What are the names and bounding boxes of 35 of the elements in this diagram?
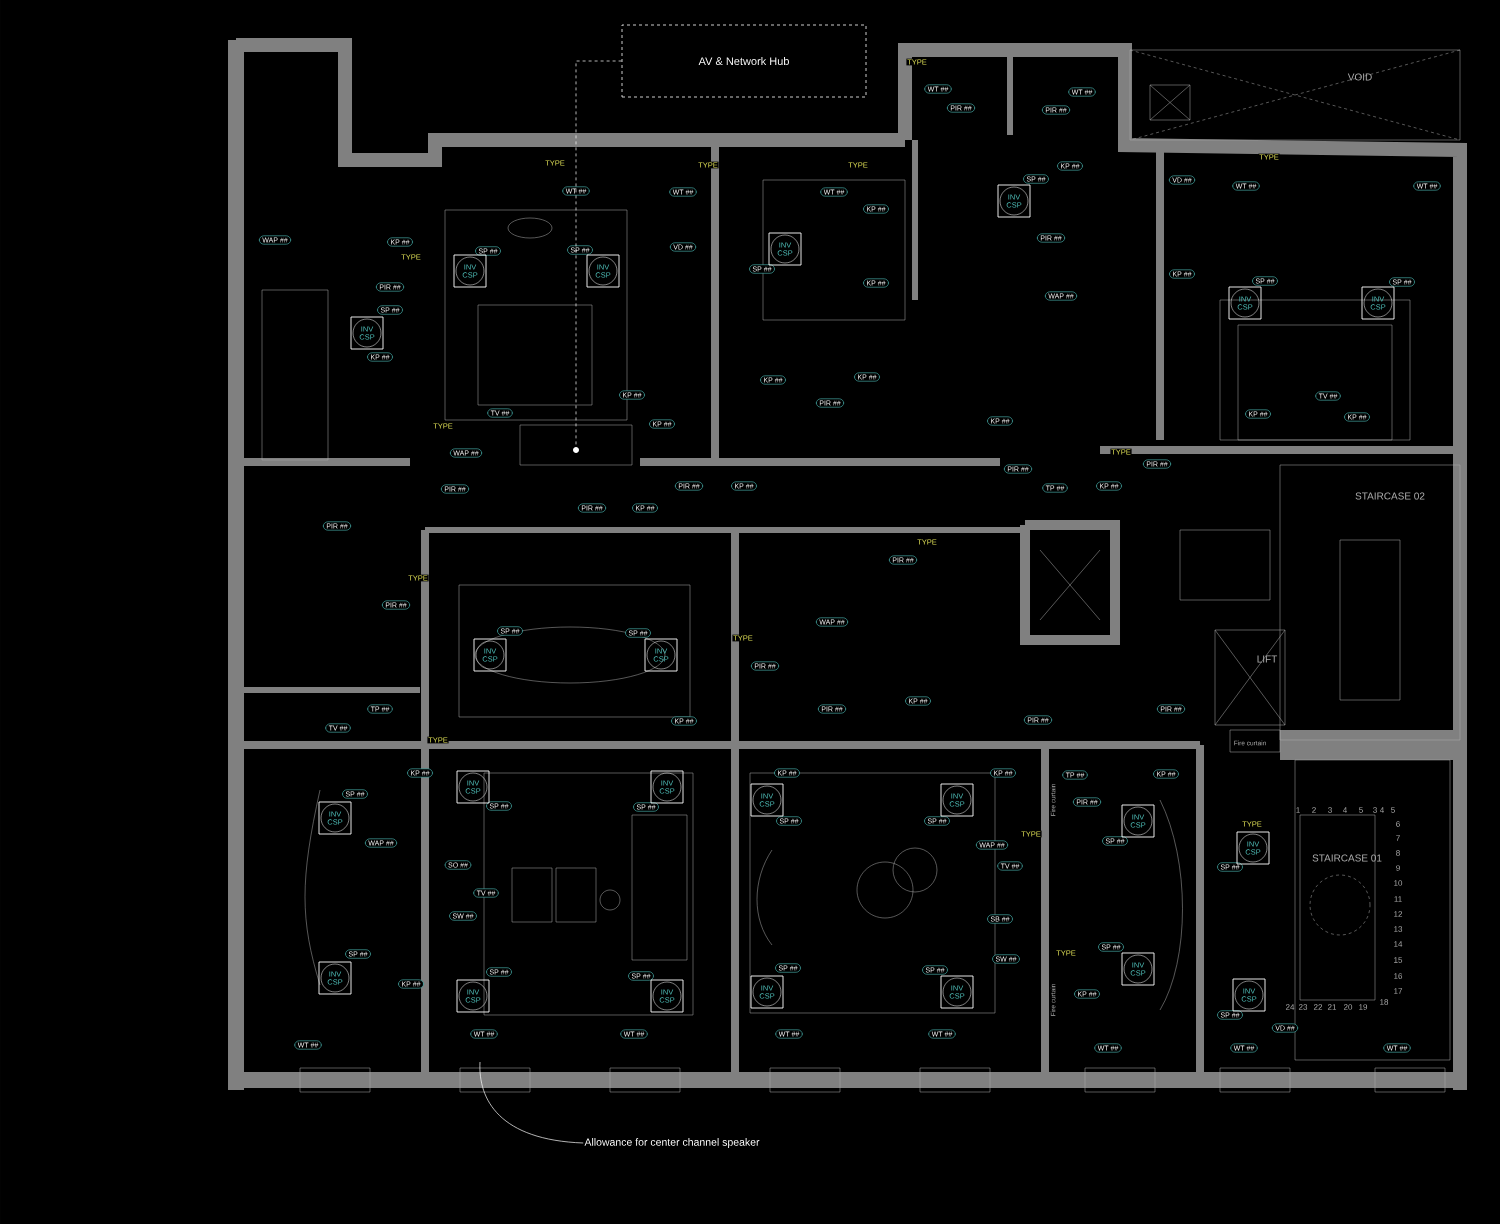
step-number: 10 xyxy=(1394,880,1403,886)
step-number: 6 xyxy=(1396,821,1400,827)
step-number: 16 xyxy=(1394,973,1403,979)
callout-text: Allowance for center channel speaker xyxy=(584,1138,760,1148)
step-number: 5 xyxy=(1359,807,1363,813)
step-number: 2 xyxy=(1312,807,1316,813)
step-number: 19 xyxy=(1359,1004,1368,1010)
step-number: 4 xyxy=(1379,807,1384,813)
area-label: STAIRCASE 01 xyxy=(1312,854,1382,862)
step-number: 18 xyxy=(1380,999,1389,1005)
dashed-line xyxy=(575,60,622,448)
step-number: 15 xyxy=(1394,957,1403,963)
area-label: LIFT xyxy=(1257,655,1278,663)
step-number: 3 xyxy=(1373,807,1377,813)
area-label: VOID xyxy=(1347,73,1372,81)
step-number: 7 xyxy=(1396,835,1400,841)
step-number: 14 xyxy=(1394,941,1403,947)
step-number: 5 xyxy=(1391,807,1395,813)
step-number: 23 xyxy=(1298,1004,1308,1010)
step-number: 13 xyxy=(1394,926,1403,932)
step-number: 4 xyxy=(1342,807,1347,813)
step-number: 8 xyxy=(1396,850,1400,856)
hub-box: AV & Network Hub xyxy=(621,24,867,98)
step-number: 21 xyxy=(1327,1004,1337,1010)
step-number: 3 xyxy=(1328,807,1332,813)
step-number: 1 xyxy=(1296,807,1300,813)
step-number: 11 xyxy=(1394,896,1402,902)
leader-line xyxy=(479,1061,584,1144)
step-number: 17 xyxy=(1394,988,1403,994)
step-number: 20 xyxy=(1343,1004,1353,1010)
step-number: 22 xyxy=(1313,1004,1323,1010)
step-number: 24 xyxy=(1285,1004,1295,1010)
step-number: 12 xyxy=(1394,911,1403,917)
area-label: STAIRCASE 02 xyxy=(1355,492,1425,500)
step-number: 9 xyxy=(1396,865,1400,871)
